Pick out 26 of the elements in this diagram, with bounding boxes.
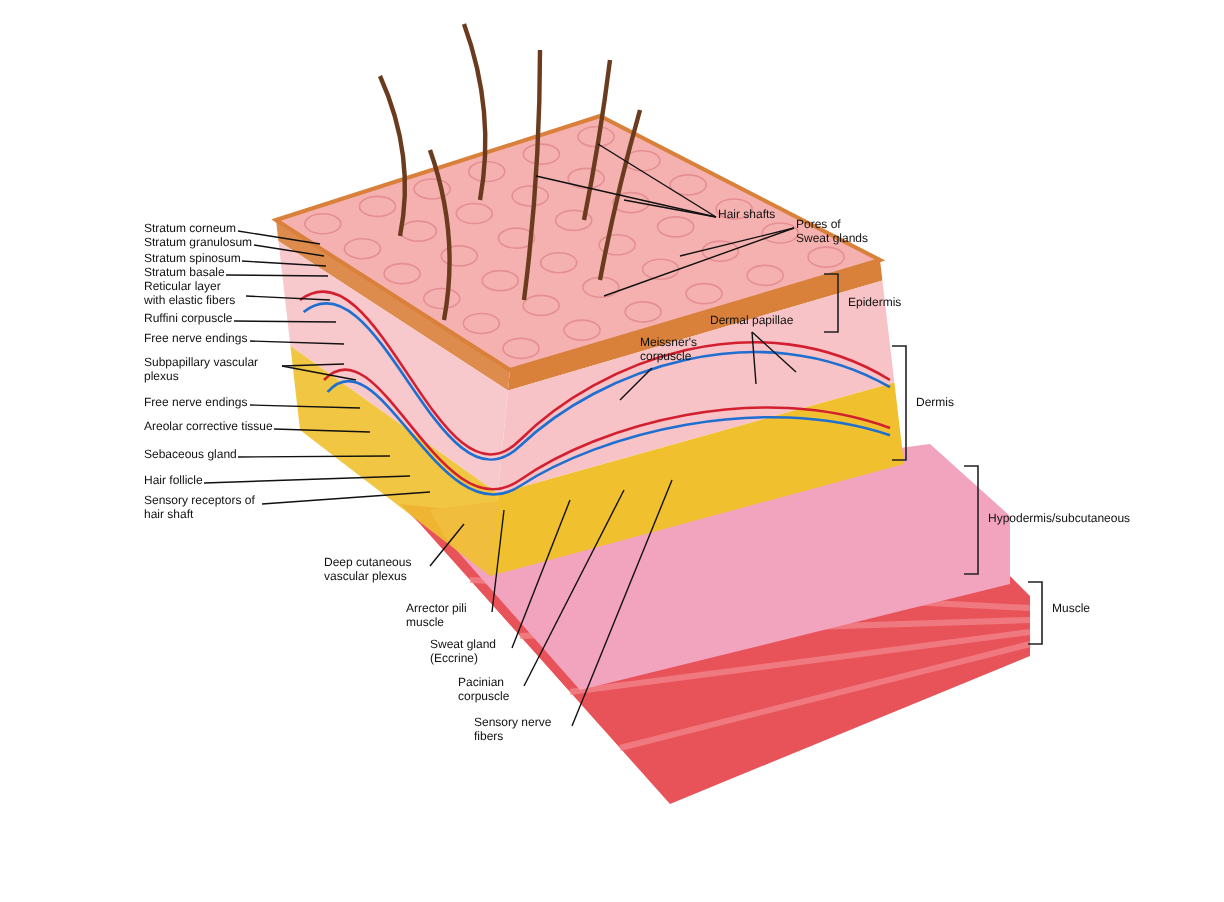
leader-line bbox=[249, 340, 345, 345]
leader-line bbox=[281, 363, 345, 367]
leader-line bbox=[273, 428, 371, 433]
leader-line bbox=[751, 331, 797, 373]
leader-line bbox=[237, 455, 391, 458]
leader-line bbox=[249, 404, 361, 409]
leader-line bbox=[619, 367, 653, 401]
leader-line bbox=[491, 509, 505, 613]
leader-line bbox=[523, 489, 625, 687]
leader-line bbox=[603, 227, 795, 297]
leader-line bbox=[233, 320, 337, 323]
leader-line bbox=[203, 475, 411, 484]
leader-line bbox=[225, 274, 329, 277]
leader-line bbox=[571, 479, 673, 727]
leader-line bbox=[751, 331, 757, 385]
leader-line bbox=[597, 143, 717, 218]
leader-line bbox=[261, 491, 431, 505]
leader-line bbox=[511, 499, 571, 649]
leader-line bbox=[241, 260, 327, 267]
leader-line bbox=[429, 523, 465, 567]
leader-line bbox=[623, 199, 717, 218]
leader-line bbox=[281, 365, 357, 381]
leader-line bbox=[253, 244, 325, 257]
leader-line bbox=[679, 227, 795, 257]
leader-line bbox=[237, 230, 321, 245]
leader-line bbox=[245, 295, 331, 301]
